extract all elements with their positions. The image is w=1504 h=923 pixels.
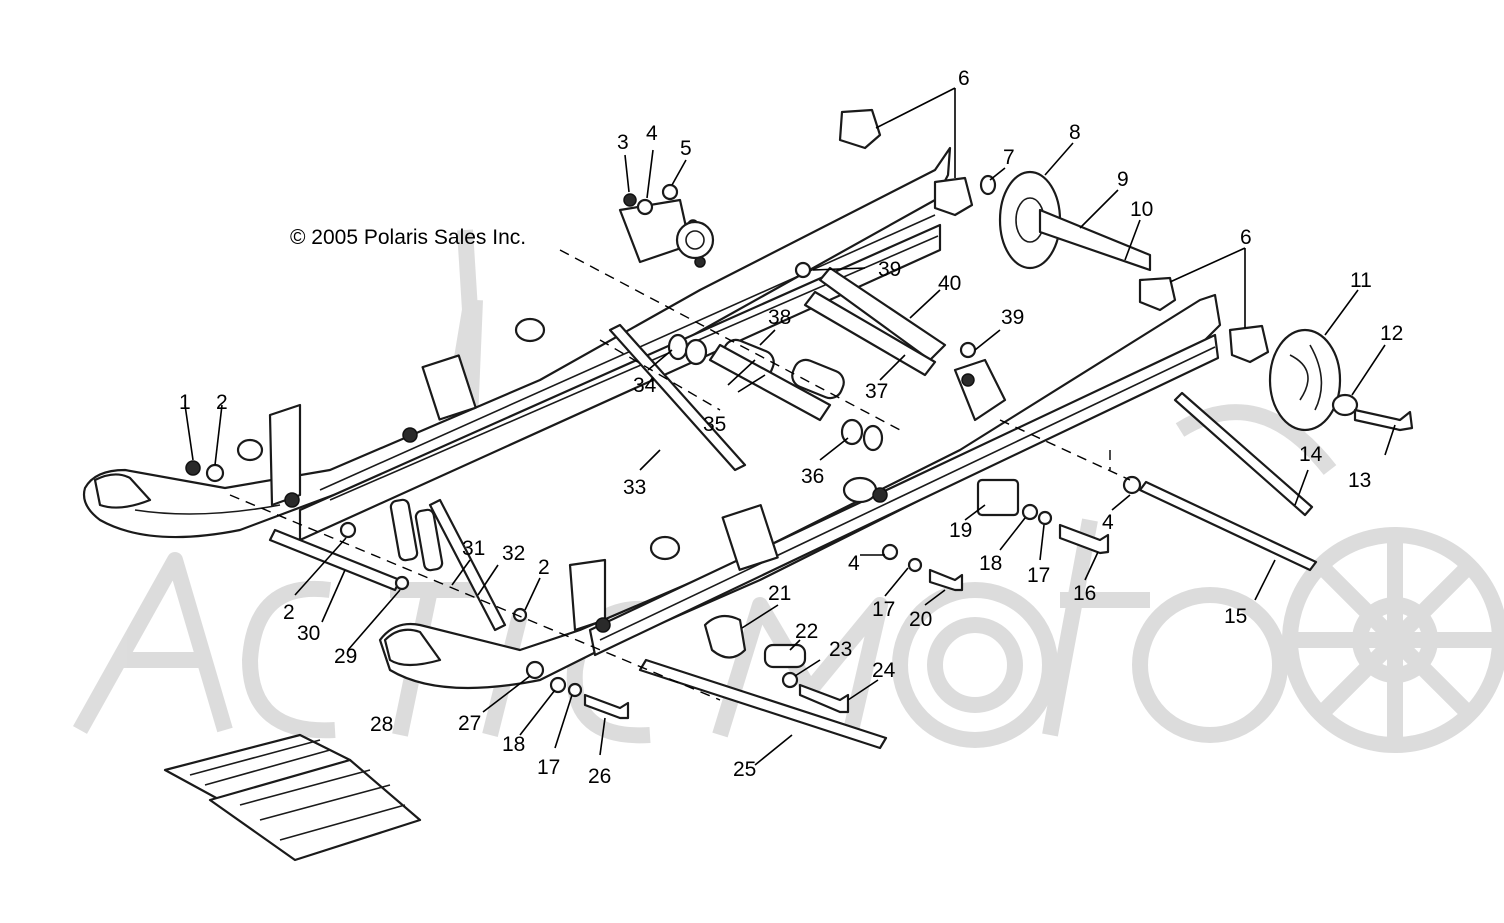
wheel-hub-6c: [1138, 276, 1177, 312]
bolt-13: [1353, 408, 1414, 432]
callout-33: 33: [623, 476, 646, 499]
wheel-21: [703, 614, 747, 659]
callout-29: 29: [334, 645, 357, 668]
callout-4: 4: [646, 122, 658, 145]
callout-6: 6: [958, 67, 970, 90]
scraper-plate-28: [163, 733, 422, 862]
bolt-16: [1058, 523, 1110, 555]
spacer-38b: [791, 358, 845, 400]
callout-15: 15: [1224, 605, 1247, 628]
copyright-notice: © 2005 Polaris Sales Inc.: [290, 226, 526, 249]
idler-wheel-assembly: [838, 108, 1414, 432]
bolt-24: [798, 683, 850, 714]
callout-20: 20: [909, 608, 932, 631]
callout-22: 22: [795, 620, 818, 643]
cross-shafts: [428, 266, 1318, 750]
callout-39a: 39: [878, 258, 901, 281]
wheel-hub-6b: [933, 176, 974, 217]
wheel-hub-6d: [1228, 324, 1270, 364]
callout-39b: 39: [1001, 306, 1024, 329]
callout-40: 40: [938, 272, 961, 295]
callout-6b: 6: [1240, 226, 1252, 249]
bolt-20: [928, 568, 964, 592]
callout-16: 16: [1073, 582, 1096, 605]
callout-34: 34: [633, 374, 657, 397]
callout-4b: 4: [1102, 511, 1114, 534]
callout-5: 5: [680, 137, 692, 160]
callout-30: 30: [297, 622, 320, 645]
right-rail-assembly: [378, 293, 1222, 690]
axle-9: [1038, 208, 1152, 272]
bracket-30: [268, 528, 402, 592]
shaft-37: [803, 290, 937, 377]
shaft-35: [708, 343, 832, 422]
callout-32: 32: [502, 542, 525, 565]
callout-17a: 17: [1027, 564, 1050, 587]
callout-11: 11: [1350, 269, 1372, 292]
callout-17c: 17: [537, 756, 560, 779]
shaft-33: [608, 323, 747, 472]
callout-28: 28: [370, 713, 393, 736]
idler-wheel-11: [1268, 328, 1342, 432]
callout-12: 12: [1380, 322, 1403, 345]
spacer-22: [763, 643, 807, 669]
callout-14: 14: [1299, 443, 1323, 466]
callout-18a: 18: [979, 552, 1002, 575]
callout-31: 31: [462, 537, 485, 560]
callout-26: 26: [588, 765, 611, 788]
callout-35: 35: [703, 413, 726, 436]
callout-18b: 18: [502, 733, 525, 756]
callout-17b: 17: [872, 598, 895, 621]
callout-2: 2: [216, 391, 228, 414]
shaft-40: [818, 266, 947, 362]
hardware: [185, 183, 1142, 720]
callout-27: 27: [458, 712, 481, 735]
callout-36: 36: [801, 465, 824, 488]
callout-8: 8: [1069, 121, 1081, 144]
leader-lines: [184, 87, 1396, 766]
washer-12: [1331, 393, 1359, 417]
callout-24: 24: [872, 659, 896, 682]
callout-2b: 2: [283, 601, 295, 624]
callout-13: 13: [1348, 469, 1371, 492]
callout-21: 21: [768, 582, 791, 605]
callout-10: 10: [1130, 198, 1153, 221]
callout-23: 23: [829, 638, 852, 661]
callout-9: 9: [1117, 168, 1129, 191]
shaft-31: [428, 498, 507, 632]
shaft-25: [638, 658, 888, 750]
callout-7: 7: [1003, 146, 1015, 169]
block-19: [976, 478, 1020, 517]
callout-2c: 2: [538, 556, 550, 579]
callout-numbers: 1 2 3 4 5 6 7 8 9 10 6 11 12 13 14 15 16…: [179, 67, 1403, 788]
callout-3: 3: [617, 131, 629, 154]
alignment-lines: [229, 249, 1131, 701]
callout-1: 1: [179, 391, 191, 414]
callout-4c: 4: [848, 552, 860, 575]
bolt-26: [583, 693, 630, 720]
callout-25: 25: [733, 758, 756, 781]
callout-37: 37: [865, 380, 888, 403]
left-rail-assembly: [82, 146, 952, 542]
wheel-hub-6a: [838, 108, 882, 150]
callout-38: 38: [768, 306, 791, 329]
shaft-14: [1173, 391, 1314, 517]
callout-19: 19: [949, 519, 972, 542]
shaft-15: [1138, 480, 1318, 572]
